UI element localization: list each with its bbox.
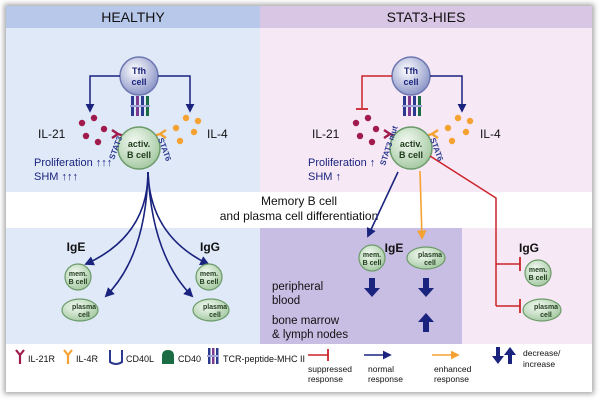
hies-header-bar (260, 6, 592, 28)
bone-marrow-2: & lymph nodes (272, 329, 348, 341)
healthy-panel-bottom (6, 228, 260, 344)
middle-band-line2: and plasma cell differentiation (220, 209, 379, 223)
il4-label-healthy: IL-4 (207, 127, 228, 141)
plasma-hies-label-2: cell (424, 260, 436, 267)
plasma-igg-label-2: cell (209, 312, 221, 319)
tcr-complex-healthy (130, 96, 150, 116)
immunology-diagram: HEALTHY STAT3-HIES Tfh cell IL-21 IL-4 a… (6, 6, 592, 384)
plasma-label-1: plasma (72, 304, 96, 311)
tfh-label-2: cell (131, 77, 146, 87)
healthy-header: HEALTHY (101, 9, 165, 25)
mem-b-igg-hies-label-2: B cell (529, 275, 548, 282)
legend-suppressed-1: suppressed (308, 364, 352, 374)
hies-header: STAT3-HIES (387, 9, 466, 25)
legend-cd40: CD40 (178, 354, 201, 364)
legend-il4r: IL-4R (76, 354, 99, 364)
tfh-arrow-il4-healthy (158, 75, 195, 113)
activ-b-hies-label-1: activ. (400, 139, 422, 149)
legend-decrease-2: increase (523, 359, 555, 369)
cd40l-legend-icon (109, 350, 123, 365)
cd40-legend-icon (162, 350, 174, 364)
activ-b-label-2: B cell (127, 150, 151, 160)
mem-b-label-1: mem. (69, 271, 87, 278)
ige-label-hies: IgE (385, 241, 404, 255)
legend-normal-2: response (368, 374, 403, 384)
tcr-complex-hies (402, 96, 422, 116)
il4r-legend-icon (63, 349, 73, 364)
proliferation-hies: Proliferation ↑ (308, 157, 375, 169)
legend-normal-1: normal (368, 364, 394, 374)
legend-decrease-1: decrease/ (523, 348, 561, 358)
mem-b-hies-label-1: mem. (363, 252, 381, 259)
il21r-legend-icon (15, 349, 25, 364)
plasma-label-2: cell (78, 312, 90, 319)
tcr-legend-icon (207, 348, 219, 364)
il4-cytokines-healthy (172, 114, 202, 145)
plasma-igg-healthy (192, 298, 230, 322)
mem-b-igg-hies (524, 259, 552, 287)
decrease-increase-legend-icon (492, 347, 516, 364)
mem-b-ige-healthy (64, 263, 92, 291)
plasma-igg-label-1: plasma (203, 304, 227, 311)
plasma-hies-label-1: plasma (418, 252, 442, 259)
plasma-igg-hies-label-2: cell (540, 312, 552, 319)
hies-igg-panel (462, 228, 592, 344)
igg-label-healthy: IgG (200, 240, 220, 254)
peripheral-blood-1: peripheral (272, 281, 323, 293)
activated-b-cell-healthy (117, 126, 161, 170)
mem-b-igg-label-1: mem. (200, 271, 218, 278)
mem-b-igg-label-2: B cell (200, 279, 219, 286)
plasma-igg-hies-label-1: plasma (534, 304, 558, 311)
tfh-hies-label-2: cell (403, 77, 418, 87)
proliferation-healthy: Proliferation ↑↑↑ (34, 157, 112, 169)
il21-cytokines-hies (352, 114, 380, 146)
activ-b-hies-label-2: B cell (399, 150, 423, 160)
change-arrows-hies (364, 278, 434, 332)
tfh-cell-healthy (119, 56, 159, 96)
igg-label-hies: IgG (519, 241, 539, 255)
activ-b-label-1: activ. (128, 139, 150, 149)
plasma-ige-healthy (61, 298, 99, 322)
tfh-suppressed-il21-hies (361, 75, 392, 108)
mem-b-label-2: B cell (69, 279, 88, 286)
mem-b-hies-label-2: B cell (363, 260, 382, 267)
il4-label-hies: IL-4 (480, 127, 501, 141)
healthy-differentiation-arrows (84, 171, 210, 298)
hies-arrow-to-plasma (416, 170, 427, 240)
il21-cytokines-healthy (78, 114, 108, 146)
tfh-cell-hies (391, 56, 431, 96)
legend-cd40l: CD40L (126, 354, 154, 364)
figure-frame: HEALTHY STAT3-HIES Tfh cell IL-21 IL-4 a… (6, 6, 592, 392)
activated-b-cell-hies (389, 126, 433, 170)
healthy-header-bar (6, 6, 260, 28)
ige-label-healthy: IgE (67, 240, 86, 254)
tfh-arrow-il4-hies (430, 75, 467, 113)
hies-suppressed-igg-path (429, 155, 497, 306)
legend-il21r: IL-21R (28, 354, 56, 364)
legend: IL-21R IL-4R CD40L CD40 TCR-peptide-MHC … (15, 347, 561, 384)
hies-arrow-to-mem (366, 171, 399, 238)
shm-hies: SHM ↑ (308, 171, 341, 183)
mem-b-igg-healthy (195, 263, 223, 291)
mem-b-ige-hies (358, 244, 386, 272)
tfh-hies-label-1: Tfh (404, 66, 418, 76)
mem-b-igg-hies-label-1: mem. (529, 267, 547, 274)
tfh-arrow-il21-healthy (85, 75, 120, 113)
il21-label-healthy: IL-21 (38, 127, 66, 141)
tfh-label-1: Tfh (132, 66, 146, 76)
shm-healthy: SHM ↑↑↑ (34, 171, 78, 183)
plasma-ige-hies (406, 246, 446, 270)
il4-cytokines-hies (444, 114, 474, 145)
middle-band-line1: Memory B cell (261, 194, 337, 208)
legend-suppressed-2: response (308, 374, 343, 384)
il21-label-hies: IL-21 (312, 127, 340, 141)
legend-enhanced-2: response (434, 374, 469, 384)
plasma-igg-hies (522, 298, 562, 322)
bone-marrow-1: bone marrow (272, 315, 340, 327)
legend-tcr: TCR-peptide-MHC II (223, 354, 305, 364)
legend-enhanced-1: enhanced (434, 364, 472, 374)
peripheral-blood-2: blood (272, 295, 300, 307)
